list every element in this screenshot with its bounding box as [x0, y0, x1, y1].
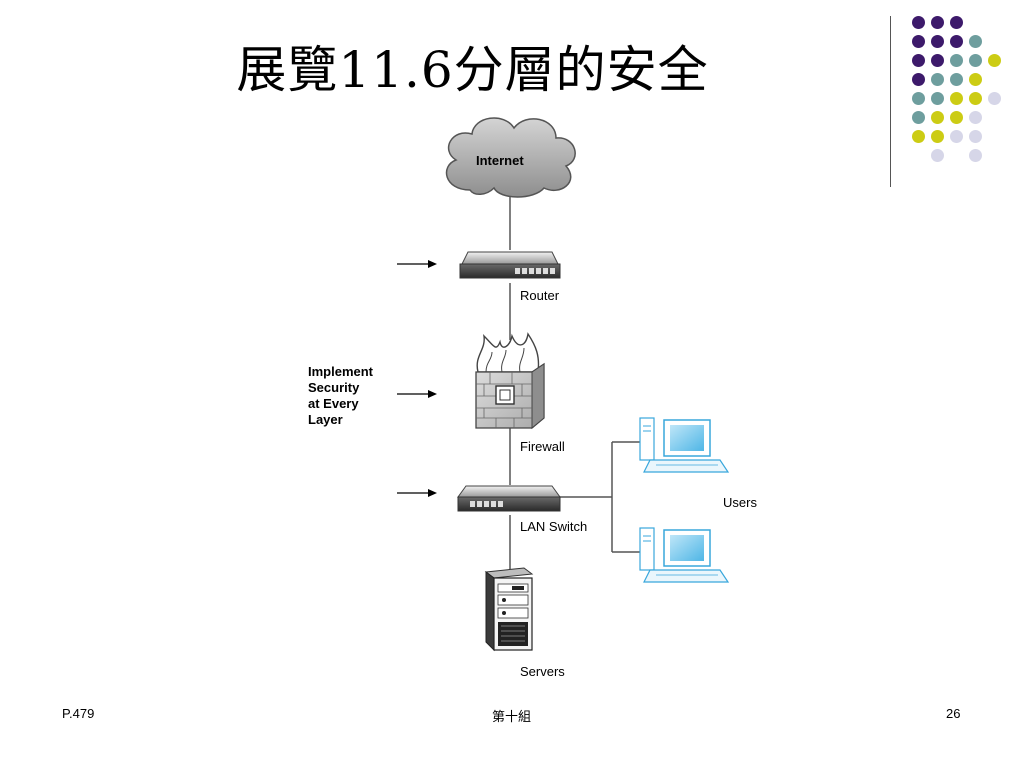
- firewall-icon: [475, 332, 545, 430]
- dot-lavender: [969, 111, 982, 124]
- dot-lavender: [988, 92, 1001, 105]
- dot-purple: [931, 54, 944, 67]
- slide-number: 26: [946, 706, 961, 721]
- arrow-right-icon: [397, 390, 437, 398]
- dot-purple: [931, 35, 944, 48]
- dot-yellow: [969, 92, 982, 105]
- computer-icon: [639, 417, 730, 473]
- footer-page-ref: P.479: [62, 706, 95, 721]
- dot-yellow: [931, 111, 944, 124]
- router-icon: [459, 251, 561, 279]
- dot-teal: [950, 54, 963, 67]
- internet-label: Internet: [476, 153, 524, 168]
- router-label: Router: [520, 288, 560, 303]
- arrow-right-icon: [397, 260, 437, 268]
- dot-teal: [950, 73, 963, 86]
- dot-lavender: [969, 130, 982, 143]
- dot-lavender: [969, 149, 982, 162]
- dot-yellow: [969, 73, 982, 86]
- side-note-line: Implement: [308, 364, 374, 379]
- users-label: Users: [723, 495, 757, 510]
- dot-teal: [969, 35, 982, 48]
- dot-purple: [950, 16, 963, 29]
- dot-yellow: [931, 130, 944, 143]
- side-note-line: at Every: [308, 396, 359, 411]
- computer-icon: [639, 527, 730, 583]
- side-note-line: Security: [308, 380, 360, 395]
- lan-switch-icon: [457, 485, 561, 512]
- connection-lines: [509, 188, 640, 570]
- slide-title: 展覽11.6分層的安全: [236, 41, 709, 99]
- dot-purple: [931, 16, 944, 29]
- dot-teal: [912, 111, 925, 124]
- dot-yellow: [950, 92, 963, 105]
- side-note-line: Layer: [308, 412, 343, 427]
- dot-lavender: [950, 130, 963, 143]
- footer-group-name: 第十組: [492, 709, 532, 724]
- divider-line: [890, 16, 891, 187]
- dot-teal: [969, 54, 982, 67]
- internet-cloud-icon: Internet: [445, 117, 576, 198]
- dot-purple: [912, 16, 925, 29]
- dot-yellow: [950, 111, 963, 124]
- dot-purple: [950, 35, 963, 48]
- lan-switch-label: LAN Switch: [520, 519, 587, 534]
- servers-icon: [484, 567, 534, 652]
- dot-teal: [912, 92, 925, 105]
- firewall-label: Firewall: [520, 439, 565, 454]
- dot-teal: [931, 92, 944, 105]
- dot-teal: [931, 73, 944, 86]
- dot-purple: [912, 35, 925, 48]
- dot-yellow: [912, 130, 925, 143]
- side-note: Implement Security at Every Layer: [308, 364, 374, 427]
- dot-lavender: [931, 149, 944, 162]
- dot-yellow: [988, 54, 1001, 67]
- servers-label: Servers: [520, 664, 565, 679]
- dot-purple: [912, 73, 925, 86]
- dot-purple: [912, 54, 925, 67]
- arrow-right-icon: [397, 489, 437, 497]
